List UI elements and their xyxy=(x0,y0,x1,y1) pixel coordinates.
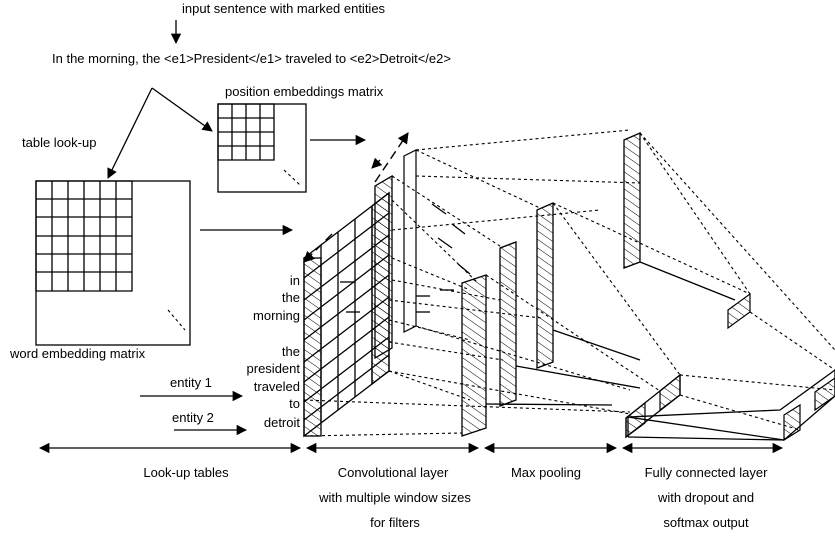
feature-map-column xyxy=(499,241,517,407)
filter-window-arrow xyxy=(303,233,333,263)
stage-label-pool: Max pooling xyxy=(511,465,581,480)
stage-label-conv: for filters xyxy=(370,515,420,530)
fc-connections xyxy=(485,132,835,431)
arrow-to-word-matrix xyxy=(107,87,153,179)
token-label: president xyxy=(247,361,301,376)
token-label: morning xyxy=(253,308,300,323)
feature-map-column xyxy=(536,202,554,369)
pooled-column xyxy=(623,132,641,269)
filter-dash-marks xyxy=(340,203,471,313)
arrow-to-position-matrix xyxy=(151,87,213,132)
stage-label-fc: Fully connected layer xyxy=(645,465,769,480)
filter-window-arrow xyxy=(374,132,409,183)
input-caption: input sentence with marked entities xyxy=(182,1,386,16)
word-matrix-label: word embedding matrix xyxy=(9,346,146,361)
output-layer xyxy=(627,369,835,442)
token-label: traveled xyxy=(254,379,300,394)
pooling-frames xyxy=(485,261,736,406)
token-labels: in the morning the president traveled to… xyxy=(247,273,301,430)
token-label: in xyxy=(290,273,300,288)
position-matrix-label: position embeddings matrix xyxy=(225,84,384,99)
entity1-label: entity 1 xyxy=(170,375,212,390)
stage-label-conv: with multiple window sizes xyxy=(318,490,471,505)
token-label: detroit xyxy=(264,415,301,430)
filter-window-arrow xyxy=(371,157,383,169)
conv-filter-column xyxy=(374,174,393,360)
stage-label-lookup: Look-up tables xyxy=(143,465,229,480)
word-embedding-matrix xyxy=(35,180,191,346)
feature-map-column xyxy=(461,274,487,437)
table-lookup-label: table look-up xyxy=(22,135,96,150)
conv-back-column xyxy=(403,149,417,333)
pooled-vectors xyxy=(625,292,751,439)
input-sentence: In the morning, the <e1>President</e1> t… xyxy=(52,51,451,66)
token-label: to xyxy=(289,396,300,411)
stage-label-fc: softmax output xyxy=(663,515,749,530)
stage-label-fc: with dropout and xyxy=(657,490,754,505)
stage-label-conv: Convolutional layer xyxy=(338,465,449,480)
position-embeddings-matrix xyxy=(217,103,307,193)
token-label: the xyxy=(282,344,300,359)
token-label: the xyxy=(282,290,300,305)
entity2-label: entity 2 xyxy=(172,410,214,425)
